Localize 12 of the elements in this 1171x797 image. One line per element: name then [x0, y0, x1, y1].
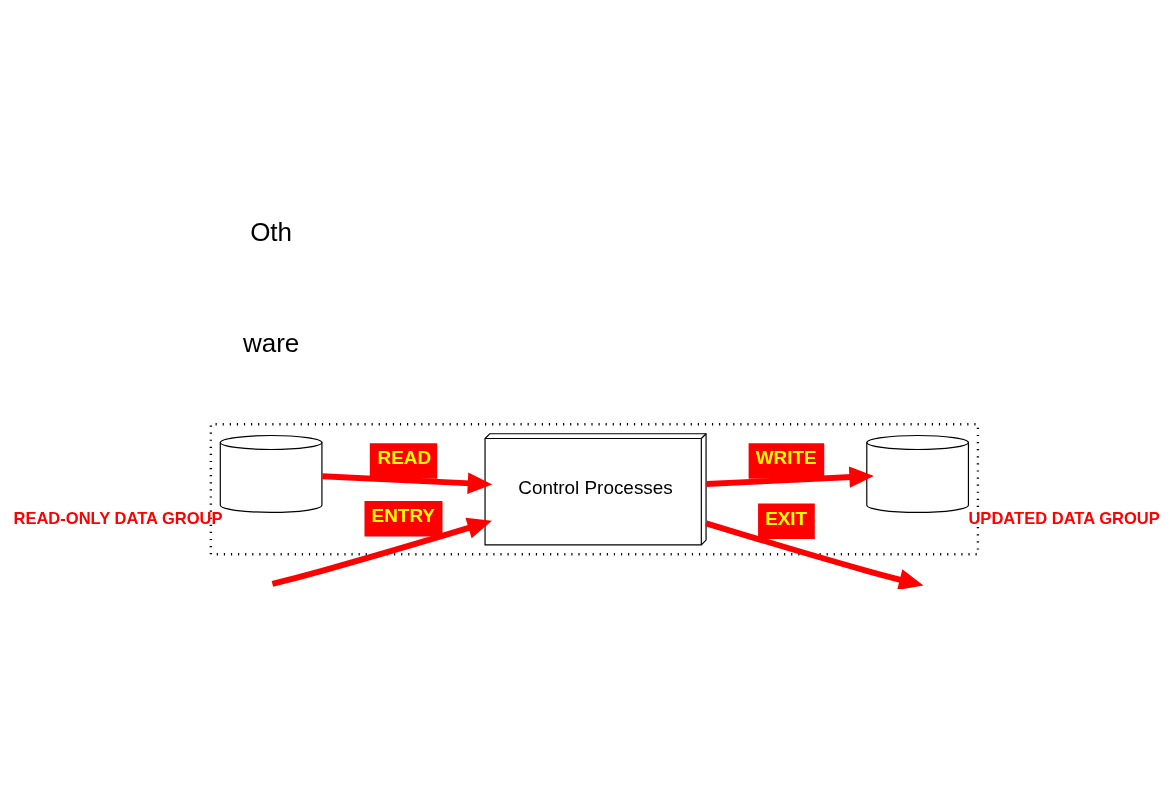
arrow	[706, 466, 874, 488]
arrow	[705, 520, 924, 589]
node-label: READ-ONLY DATA GROUP	[13, 509, 223, 529]
label: Oth	[250, 216, 293, 247]
edge-label: EXIT	[765, 507, 808, 529]
node-label: UPDATED DATA GROUP	[968, 509, 1160, 529]
arrow	[271, 517, 492, 587]
edge-label: WRITE	[755, 447, 817, 469]
label: ware	[242, 327, 300, 358]
arrow	[322, 472, 493, 494]
edge-label: ENTRY	[371, 505, 435, 527]
edge-label: READ	[377, 447, 432, 469]
